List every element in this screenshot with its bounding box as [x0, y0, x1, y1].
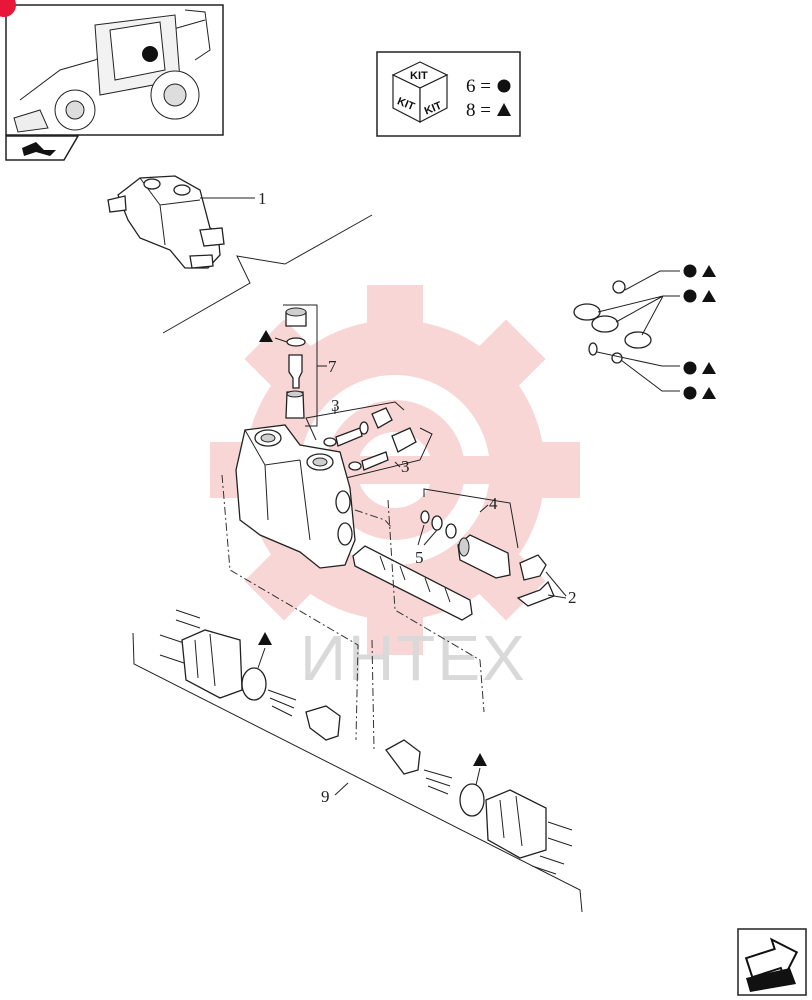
- machine-thumbnail[interactable]: [5, 4, 224, 136]
- triangle-symbol-icon: [473, 753, 487, 766]
- triangle-symbol-icon: [258, 632, 272, 645]
- seal-rings[interactable]: [420, 510, 457, 539]
- kit-markers: [683, 264, 716, 400]
- kit-leader-lines: [596, 270, 680, 392]
- kit-cube-icon: KIT KIT KIT: [391, 61, 449, 123]
- nav-next-page-button[interactable]: [737, 928, 807, 996]
- triangle-symbol-icon: [259, 330, 273, 342]
- kit-legend: KIT KIT KIT 6 = 8 =: [376, 51, 521, 137]
- nav-tab-previous[interactable]: [5, 135, 80, 161]
- kit-8-label: 8 =: [466, 100, 491, 121]
- break-line: [162, 214, 373, 334]
- triangle-symbol-icon: [702, 362, 716, 374]
- control-spool[interactable]: [352, 545, 473, 621]
- backhoe-loader-illustration: [13, 9, 211, 133]
- assembly-guide-lines: [221, 474, 485, 751]
- kit-6-label: 6 =: [466, 76, 491, 97]
- corner-badge: [0, 0, 16, 17]
- callout-2: 2: [568, 588, 577, 607]
- relief-valve-group[interactable]: [285, 307, 307, 419]
- watermark-text: ИНТЕХ: [300, 622, 527, 694]
- check-valve-upper[interactable]: [323, 407, 393, 447]
- spool-cap-fitting[interactable]: [457, 534, 511, 579]
- triangle-symbol-icon: [497, 103, 511, 116]
- kit-seal-rings[interactable]: [573, 280, 652, 364]
- arrow-shadow-icon: [746, 968, 796, 992]
- valve-section-assembly[interactable]: [107, 175, 225, 269]
- check-valve-lower[interactable]: [348, 427, 417, 471]
- callout-5: 5: [415, 548, 424, 567]
- callout-3-lower: 3: [401, 457, 410, 476]
- callout-4: 4: [489, 494, 498, 513]
- location-marker-icon: [142, 46, 158, 62]
- part-9-bracket: [132, 632, 583, 913]
- circle-symbol-icon: [683, 264, 697, 278]
- circle-symbol-icon: [683, 386, 697, 400]
- clip-brackets[interactable]: [516, 554, 555, 607]
- kit-top-label: KIT: [410, 70, 428, 82]
- circle-symbol-icon: [683, 361, 697, 375]
- circle-symbol-icon: [497, 79, 511, 93]
- triangle-symbol-icon: [702, 265, 716, 277]
- triangle-symbol-icon: [702, 290, 716, 302]
- callout-9: 9: [321, 787, 330, 806]
- callout-3-upper: 3: [331, 396, 340, 415]
- end-cap-right-group[interactable]: [385, 739, 573, 875]
- arrow-icon: [22, 142, 56, 156]
- circle-symbol-icon: [683, 289, 697, 303]
- callout-1: 1: [258, 189, 267, 208]
- callout-7: 7: [328, 357, 337, 376]
- valve-body[interactable]: [235, 424, 356, 569]
- end-cap-left-group[interactable]: [159, 609, 341, 741]
- triangle-symbol-icon: [702, 387, 716, 399]
